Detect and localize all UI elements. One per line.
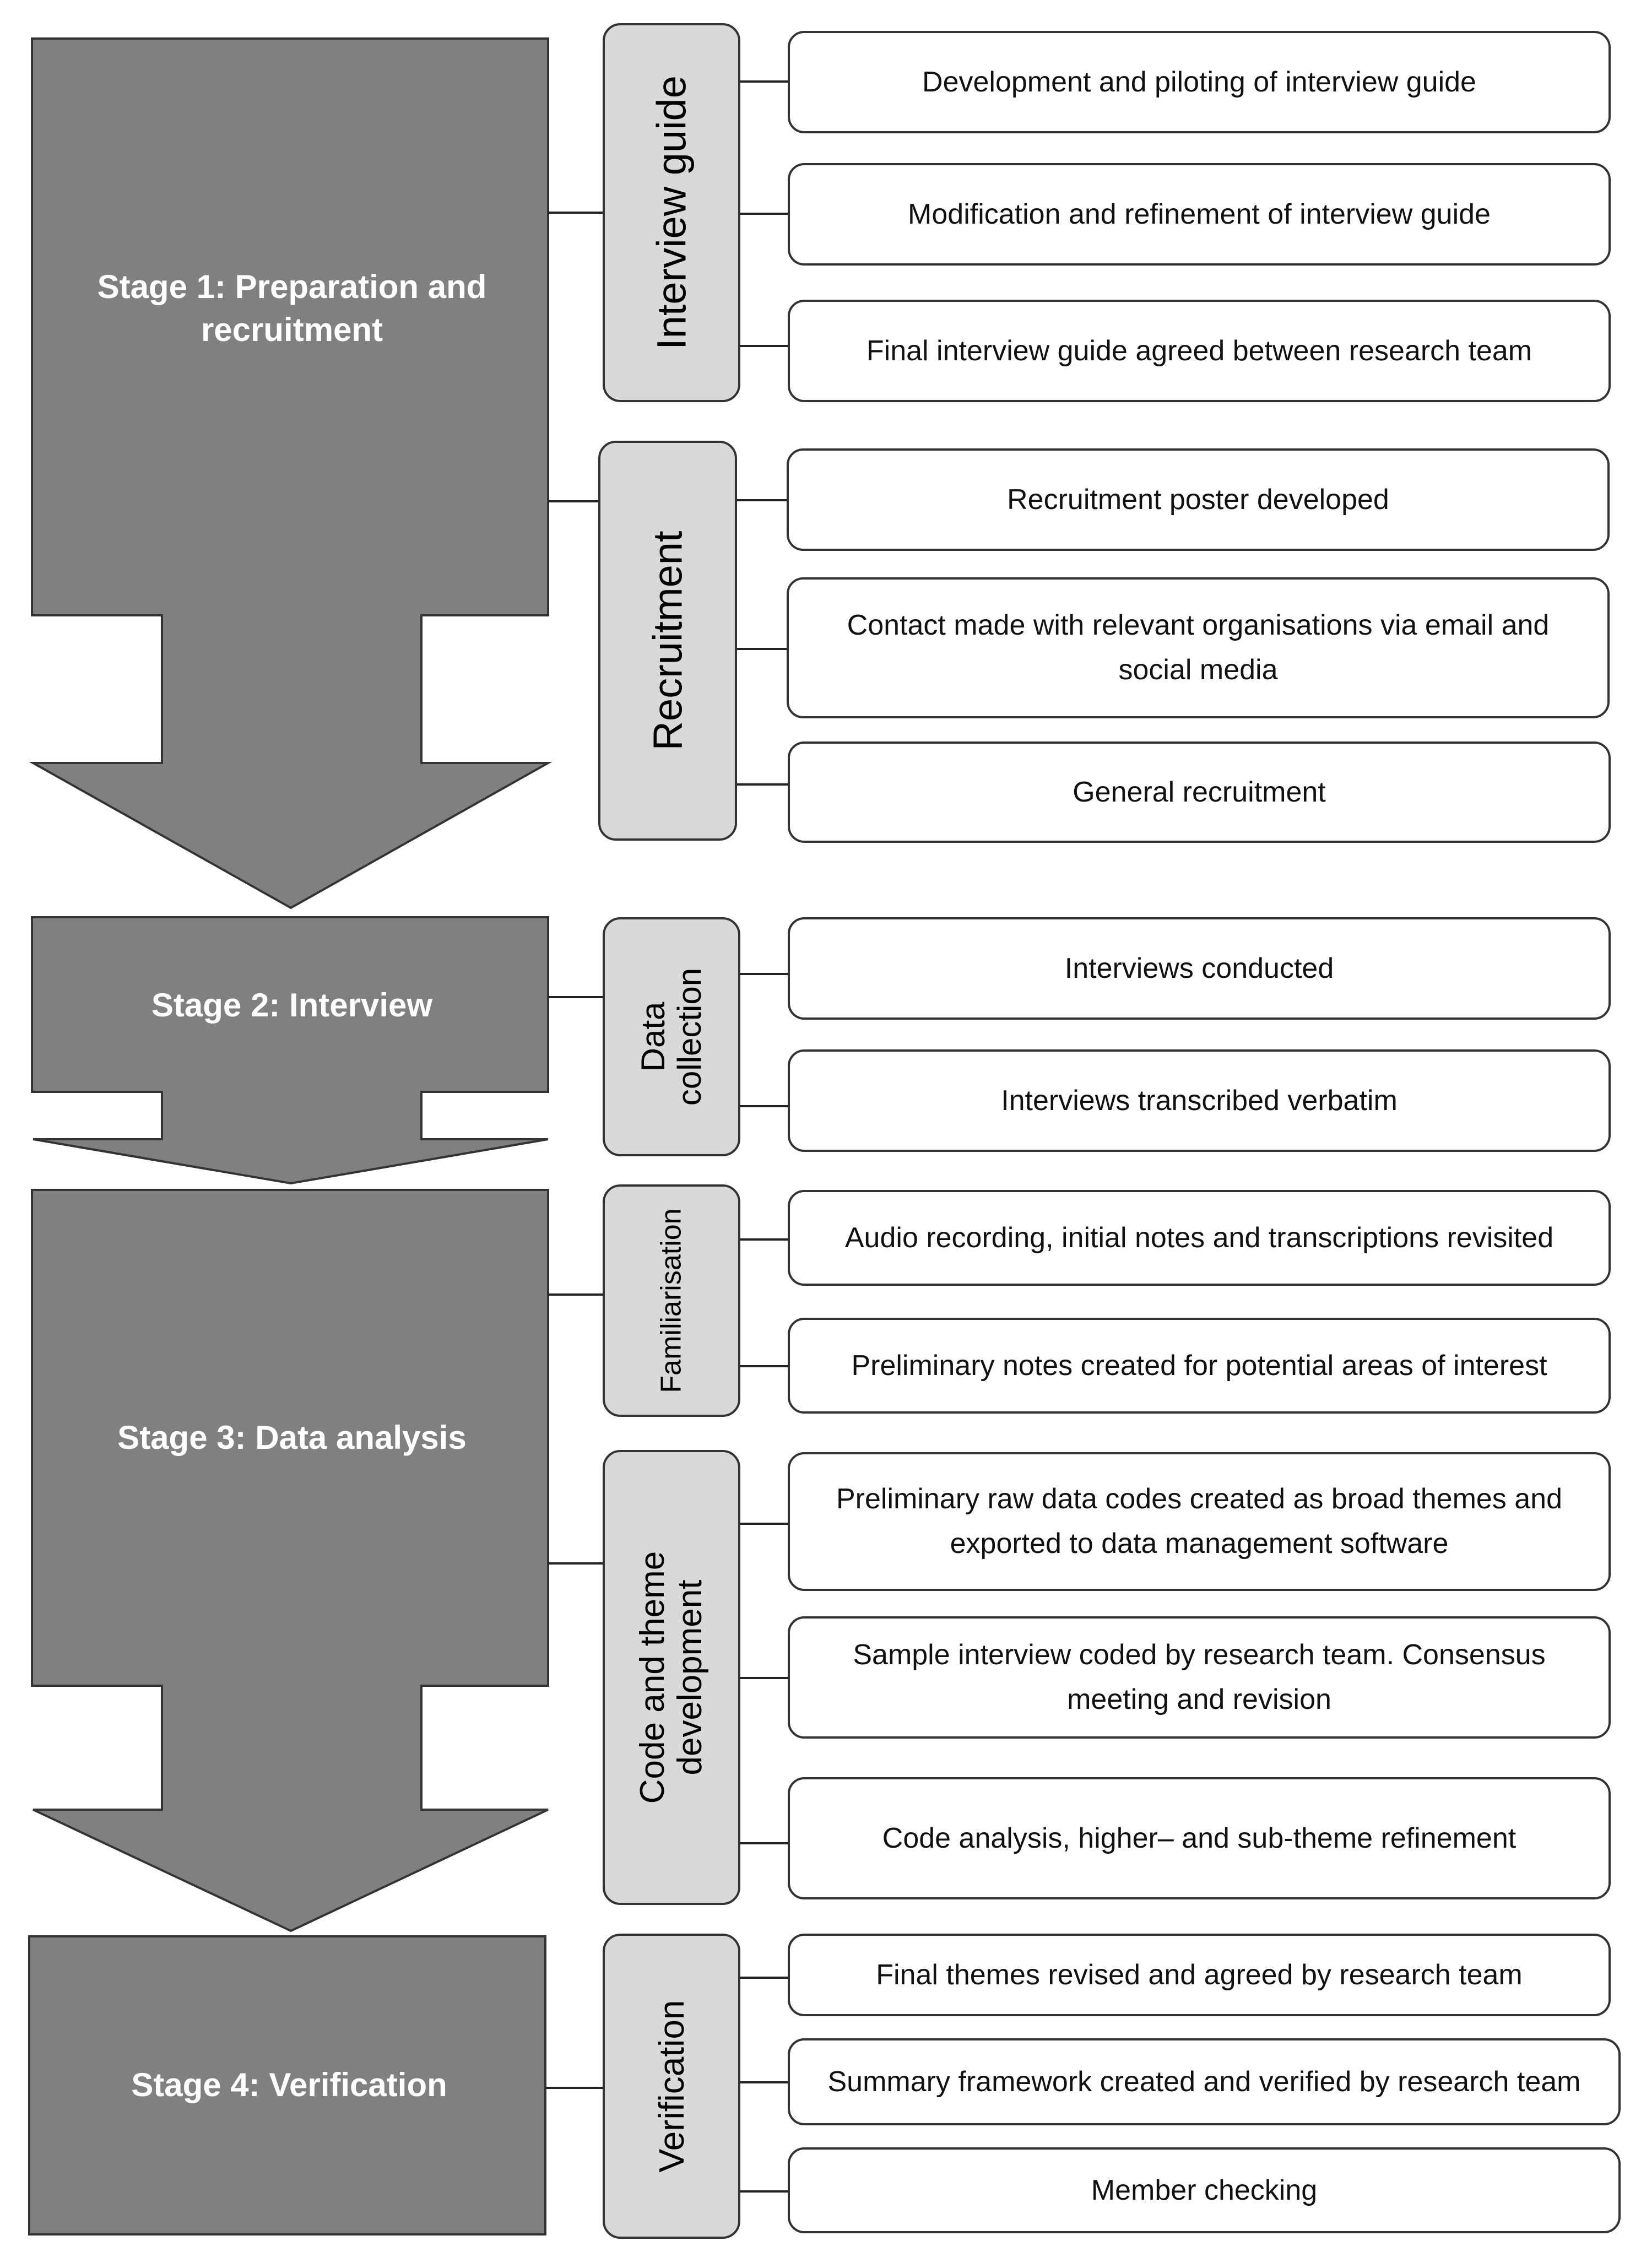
- step-box: Member checking: [788, 2147, 1621, 2233]
- stage-3-label: Stage 3: Data analysis: [117, 1419, 467, 1456]
- category-label: Familiarisation: [655, 1208, 687, 1393]
- stage-1-shape: [29, 37, 553, 910]
- step-box: Audio recording, initial notes and trans…: [788, 1190, 1611, 1286]
- category-label: Code and theme development: [633, 1551, 709, 1804]
- category-label: Recruitment: [645, 531, 691, 751]
- category-interview-guide: Interview guide: [603, 23, 740, 402]
- step-box: Recruitment poster developed: [787, 448, 1610, 551]
- stage-4-shape: [28, 1935, 546, 2235]
- category-verification: Verification: [603, 1934, 740, 2239]
- category-code-and-theme-development: Code and theme development: [603, 1450, 740, 1905]
- category-label: Data collection: [635, 967, 708, 1106]
- stage-arrows: [28, 37, 553, 2235]
- category-recruitment: Recruitment: [598, 441, 737, 841]
- step-box: Interviews conducted: [788, 917, 1611, 1020]
- category-label: Interview guide: [648, 75, 695, 350]
- step-box: Preliminary raw data codes created as br…: [788, 1452, 1611, 1591]
- step-box: Summary framework created and verified b…: [788, 2038, 1621, 2125]
- connector-lines: [545, 80, 788, 2193]
- category-data-collection: Data collection: [603, 917, 740, 1156]
- step-box: General recruitment: [788, 741, 1611, 843]
- step-box: Code analysis, higher– and sub-theme ref…: [788, 1777, 1611, 1899]
- step-box: Contact made with relevant organisations…: [787, 577, 1610, 718]
- stage-2-shape: [31, 916, 549, 1185]
- stage-1-label: Stage 1: Preparation and recruitment: [97, 268, 487, 348]
- step-box: Sample interview coded by research team.…: [788, 1616, 1611, 1739]
- step-box: Final themes revised and agreed by resea…: [788, 1934, 1611, 2016]
- step-box: Modification and refinement of interview…: [788, 163, 1611, 266]
- stage-2-label: Stage 2: Interview: [151, 987, 433, 1024]
- step-box: Interviews transcribed verbatim: [788, 1049, 1611, 1152]
- category-label: Verification: [651, 2000, 691, 2173]
- step-box: Preliminary notes created for potential …: [788, 1318, 1611, 1414]
- category-familiarisation: Familiarisation: [603, 1184, 740, 1417]
- step-box: Final interview guide agreed between res…: [788, 300, 1611, 402]
- step-box: Development and piloting of interview gu…: [788, 31, 1611, 133]
- stage-4-label: Stage 4: Verification: [131, 2066, 447, 2103]
- stage-3-shape: [31, 1189, 549, 1933]
